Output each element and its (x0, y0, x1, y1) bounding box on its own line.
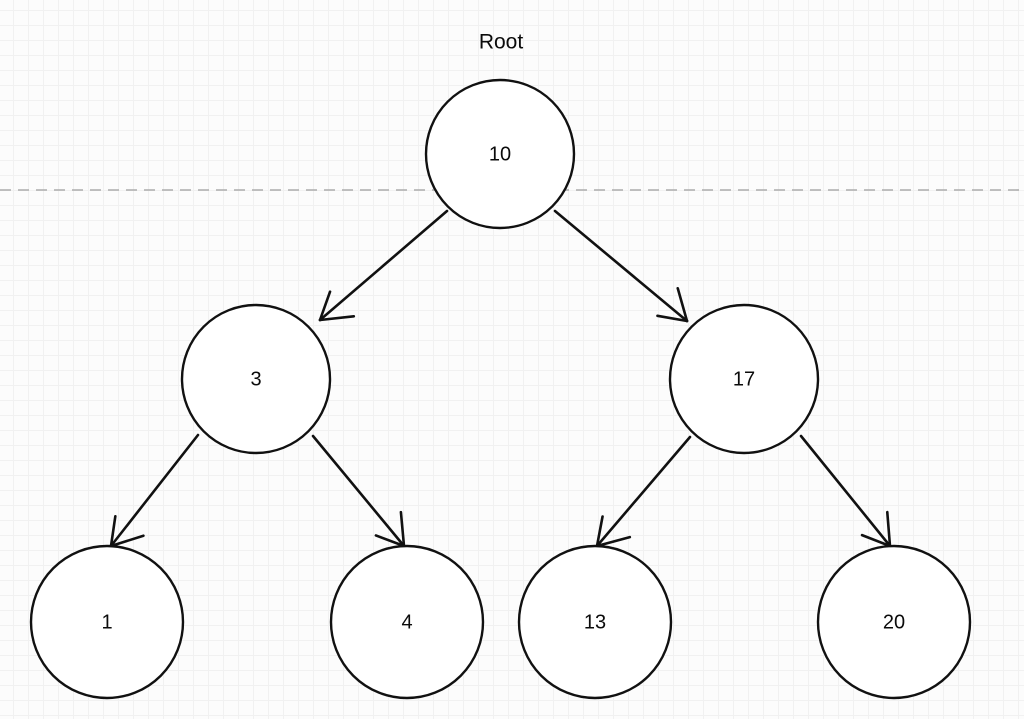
tree-node-13[interactable]: 13 (517, 544, 673, 700)
arrowhead-barb (374, 534, 406, 548)
arrowhead-barb (109, 534, 145, 548)
edge-n17-to-n13 (595, 435, 692, 548)
nodes-layer: 10 3 17 1 4 13 20 (29, 78, 972, 700)
edge-line (311, 434, 406, 548)
arrowhead-barb (595, 535, 632, 548)
annotations-layer: Root (479, 31, 524, 54)
edge-line (318, 209, 449, 322)
tree-node-3[interactable]: 3 (180, 303, 332, 455)
node-label-17: 17 (733, 368, 755, 390)
node-circle-1[interactable] (29, 544, 185, 700)
edge-n17-to-n20 (799, 434, 892, 548)
node-circle-13[interactable] (517, 544, 673, 700)
node-label-3: 3 (250, 368, 261, 390)
tree-node-10[interactable]: 10 (424, 78, 576, 230)
node-label-4: 4 (401, 611, 412, 633)
tree-node-4[interactable]: 4 (329, 544, 485, 700)
tree-node-17[interactable]: 17 (668, 303, 820, 455)
edge-n3-to-n4 (311, 434, 406, 548)
edge-n10-to-n17 (553, 209, 689, 323)
edge-n3-to-n1 (109, 433, 200, 548)
node-circle-20[interactable] (816, 544, 972, 700)
node-circle-4[interactable] (329, 544, 485, 700)
node-label-13: 13 (584, 611, 606, 633)
arrowhead-barb (595, 515, 604, 548)
edge-line (109, 433, 200, 548)
arrowhead-barb (860, 533, 892, 548)
arrowhead-barb (656, 314, 689, 323)
arrowhead-barb (318, 290, 332, 322)
arrowhead-barb (885, 510, 892, 548)
tree-node-20[interactable]: 20 (816, 544, 972, 700)
node-circle-3[interactable] (180, 303, 332, 455)
edge-line (799, 434, 892, 548)
arrowhead-barb (399, 510, 406, 548)
arrowhead-barb (676, 286, 689, 323)
edge-line (553, 209, 689, 323)
node-circle-17[interactable] (668, 303, 820, 455)
node-circle-10[interactable] (424, 78, 576, 230)
edge-n10-to-n3 (318, 209, 449, 322)
node-label-1: 1 (101, 611, 112, 633)
edges-layer (109, 209, 892, 548)
arrowhead-barb (318, 314, 356, 322)
node-label-20: 20 (883, 611, 905, 633)
node-label-10: 10 (489, 143, 511, 165)
root-caption: Root (479, 31, 524, 54)
tree-node-1[interactable]: 1 (29, 544, 185, 700)
edge-line (595, 435, 692, 548)
arrowhead-barb (109, 515, 117, 548)
